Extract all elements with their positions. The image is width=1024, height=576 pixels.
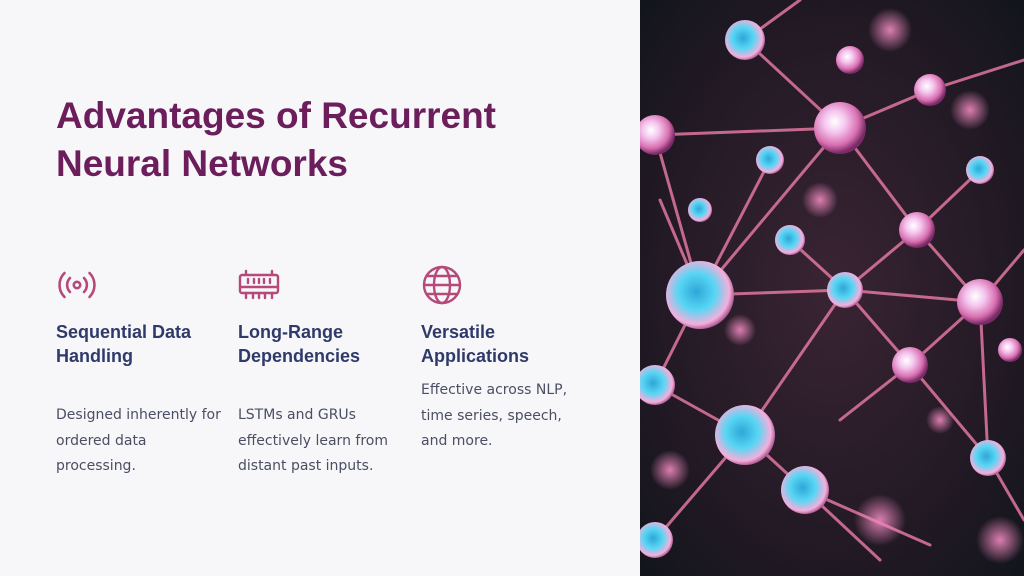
slide-title: Advantages of Recurrent Neural Networks — [56, 95, 496, 184]
feature-title: Sequential Data Handling — [56, 322, 192, 366]
content-panel: Advantages of Recurrent Neural Networks … — [56, 95, 568, 474]
neural-network-nodes-image — [640, 0, 1024, 576]
broadcast-signal-icon — [56, 264, 98, 306]
feature-title: Versatile Applications — [421, 322, 530, 366]
feature-description: LSTMs and GRUs effectively learn from di… — [238, 407, 388, 474]
memory-chip-icon — [238, 264, 280, 306]
feature-description: Effective across NLP, time series, speec… — [421, 382, 568, 449]
feature-description: Designed inherently for ordered data pro… — [56, 407, 221, 474]
globe-icon — [421, 264, 463, 306]
feature-title: Long-Range Dependencies — [238, 322, 361, 366]
